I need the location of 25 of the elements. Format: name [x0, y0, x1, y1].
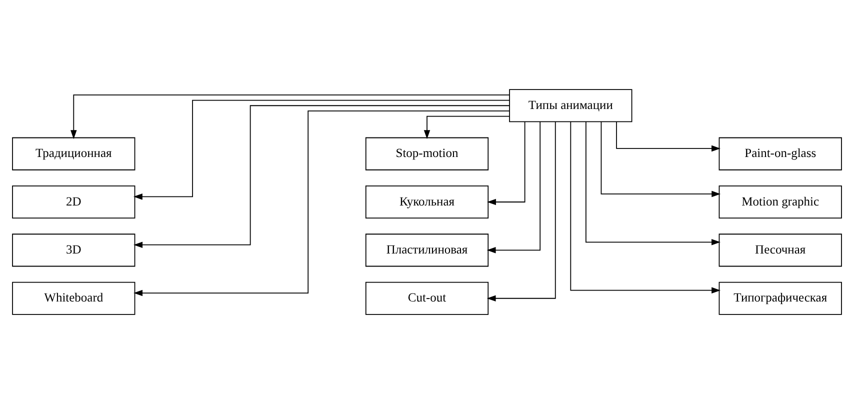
arrow: [134, 105, 510, 248]
arrow: [134, 100, 510, 200]
node-box: Whiteboard: [12, 282, 136, 315]
node-box: 3D: [12, 234, 136, 267]
node-box: Кукольная: [365, 186, 489, 218]
arrow: [134, 110, 510, 296]
arrow: [616, 121, 720, 152]
arrow: [486, 122, 541, 254]
arrow: [586, 121, 720, 246]
node-box: Традиционная: [12, 137, 136, 170]
node-box: Пластилиновая: [365, 234, 489, 267]
arrow: [70, 94, 510, 140]
node-box: 2D: [12, 186, 136, 218]
arrow: [600, 121, 721, 198]
arrow: [487, 122, 526, 206]
node-box: Типы анимации: [509, 89, 632, 122]
arrow: [424, 116, 510, 140]
node-box: Cut-out: [365, 282, 489, 315]
node-box: Motion graphic: [718, 186, 842, 218]
node-box: Paint-on-glass: [718, 137, 842, 170]
node-box: Песочная: [718, 234, 842, 267]
node-box: Stop-motion: [365, 137, 489, 170]
arrow: [486, 121, 556, 302]
arrow: [570, 121, 720, 294]
node-box: Типографическая: [718, 282, 842, 315]
